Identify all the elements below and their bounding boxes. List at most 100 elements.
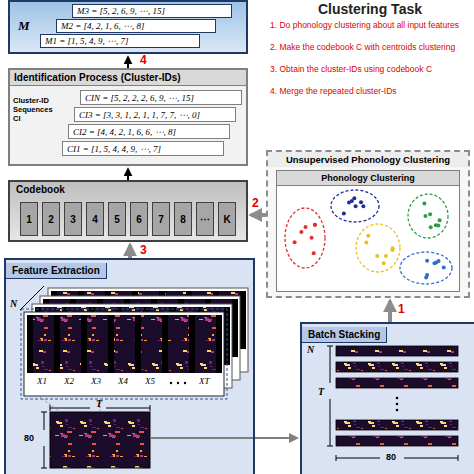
frame-label: X3 [91,376,101,386]
sequence-row: M2 = [4, 2, 1, 6, ⋯, 8] [56,19,216,33]
step-number: 1 [398,302,405,316]
data-point [382,261,386,265]
frame-outline [21,309,227,399]
leader-line [40,397,100,412]
cluster-outline [356,224,400,272]
cluster-outline [408,194,448,238]
node-text: M3 = [5, 2, 6, 9, ⋯, 15] [73,6,165,16]
node-text: 8 [180,214,186,225]
node-text: M1 = [1, 5, 4, 9, ⋯, 7] [41,36,129,46]
flow-arrow [128,245,132,258]
cluster-id-row: CIN = [5, 2, 2, 2, 6, 9, ⋯, 15] [80,90,242,105]
ellipsis-dot [177,382,179,384]
codebook-cell: 5 [108,202,126,236]
panel-ground [266,150,470,298]
step-number: 3 [140,243,147,257]
node-text: K [223,214,230,225]
scatter-box: Phonology Clustering [276,170,460,292]
step-note: 4. Merge the repeated cluster-IDs [270,86,470,96]
frame-label: X2 [64,376,74,386]
node-text: 2 [48,214,54,225]
frame-label: X5 [145,376,155,386]
sequence-panel: MM3 = [5, 2, 6, 9, ⋯, 15]M2 = [4, 2, 1, … [8,0,248,54]
feature-panel: Feature Extraction [4,258,255,474]
node-text: Phonology Clustering [277,171,459,186]
step-note: 1. Do phonology clustering about all inp… [270,20,470,30]
dimension-label: N [10,298,17,309]
data-point [354,204,358,208]
node-text: CI2 = [4, 4, 2, 1, 6, 6, ⋯, 8] [69,127,176,137]
sequence-row: M1 = [1, 5, 4, 9, ⋯, 7] [40,34,200,48]
sequence-row: M3 = [5, 2, 6, 9, ⋯, 15] [72,4,232,18]
panel-ground [4,258,255,474]
codebook-cell: ⋯ [196,202,214,236]
data-point [310,236,314,240]
data-point [304,225,308,229]
dimension-line [41,412,47,468]
step-number: 2 [252,196,259,210]
frame-label: X1 [37,376,47,386]
ellipsis-dot [170,382,172,384]
ellipsis-dot [184,382,186,384]
cluster-outline [400,252,452,284]
step-note: 3. Obtain the cluster-IDs using codebook… [270,64,470,74]
frame-separator [108,315,114,373]
codebook-cell: K [218,202,236,236]
node-text: Batch Stacking [302,327,387,343]
node-text: Unsupervised Phonology Clustering [268,152,468,167]
codebook-cell: 3 [64,202,82,236]
codebook-box: Codebook 12 3 456 7 8 ⋯ K [8,180,248,242]
frame-card [24,312,224,396]
dimension-line [336,455,458,461]
data-point [361,204,365,208]
node-text: CI3 = [3, 3, 1, 2, 1, 1, 7, 7, ⋯, 0] [75,110,200,120]
dimension-label: 80 [386,452,396,462]
data-point [364,240,368,244]
codebook-cell: 7 [152,202,170,236]
figure-title: Clustering Task [318,1,422,17]
codebook-cell: 8 [174,202,192,236]
data-point [428,212,432,216]
data-point [366,234,370,238]
cluster-outline [331,190,379,222]
node-text: Codebook [16,184,65,195]
data-point [375,254,379,258]
codebook-cell: 1 [20,202,38,236]
stacked-strip [336,362,458,372]
node-text: ⋯ [200,214,210,225]
node-text: 3 [70,214,76,225]
node-text: 7 [158,214,164,225]
spectrogram [27,315,221,373]
data-point [442,266,446,270]
data-point [384,254,388,258]
dimension-label: 80 [24,433,34,443]
frame-separator [189,315,195,373]
data-point [359,200,363,204]
cluster-id-row: CI2 = [4, 4, 2, 1, 6, 6, ⋯, 8] [68,124,230,139]
node-text: 6 [136,214,142,225]
data-point [429,225,433,229]
node-text: M2 = [4, 2, 1, 6, ⋯, 8] [57,21,145,31]
codebook-cell: 4 [86,202,104,236]
dashed-group-box: Unsupervised Phonology ClusteringPhonolo… [266,150,470,298]
process-box: Identification Process (Cluster-IDs)Clus… [8,68,248,166]
flow-arrow [251,213,266,217]
stacked-strip [336,346,458,356]
flow-arrow [255,437,297,439]
spectrogram [50,412,150,468]
data-point [434,223,438,227]
data-point [342,212,346,216]
leader-line [150,437,255,439]
node-text: 4 [92,214,98,225]
ellipsis-dot [396,409,399,412]
step-note: 2. Make the codebook C with centroids cl… [270,42,470,52]
flow-arrow [388,301,392,322]
frame-label: X4 [118,376,128,386]
frame-separator [27,315,33,373]
panel-ground [276,170,460,292]
stack-depth-line [20,286,44,310]
data-point [350,199,354,203]
batch-panel: Batch Stacking [300,322,474,474]
panel-ground [300,322,474,474]
